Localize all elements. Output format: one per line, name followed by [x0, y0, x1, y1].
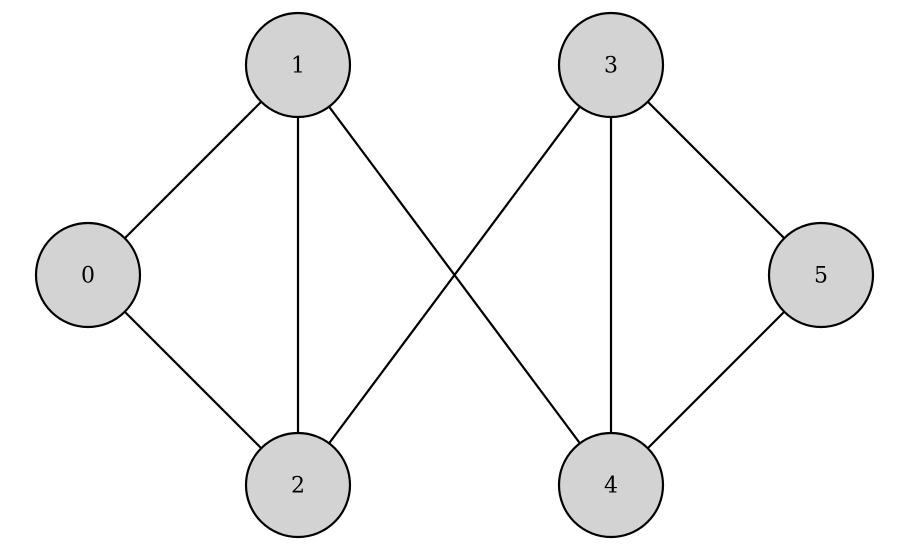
node-circle [767, 221, 875, 329]
node-circle [244, 431, 352, 539]
node-label: 0 [81, 264, 95, 289]
node-label: 5 [814, 264, 828, 289]
node-0: 0 [34, 221, 142, 329]
node-label: 4 [604, 474, 618, 499]
node-1: 1 [244, 11, 352, 119]
edge-3-2 [296, 63, 613, 487]
node-label: 1 [291, 54, 305, 79]
node-4: 4 [557, 431, 665, 539]
nodes-layer: 0 1 2 3 4 5 [34, 11, 875, 539]
node-label: 2 [291, 474, 305, 499]
node-2: 2 [244, 431, 352, 539]
node-label: 3 [604, 54, 618, 79]
node-3: 3 [557, 11, 665, 119]
node-5: 5 [767, 221, 875, 329]
node-circle [557, 11, 665, 119]
edges-layer [86, 63, 823, 487]
node-circle [244, 11, 352, 119]
node-circle [34, 221, 142, 329]
node-circle [557, 431, 665, 539]
